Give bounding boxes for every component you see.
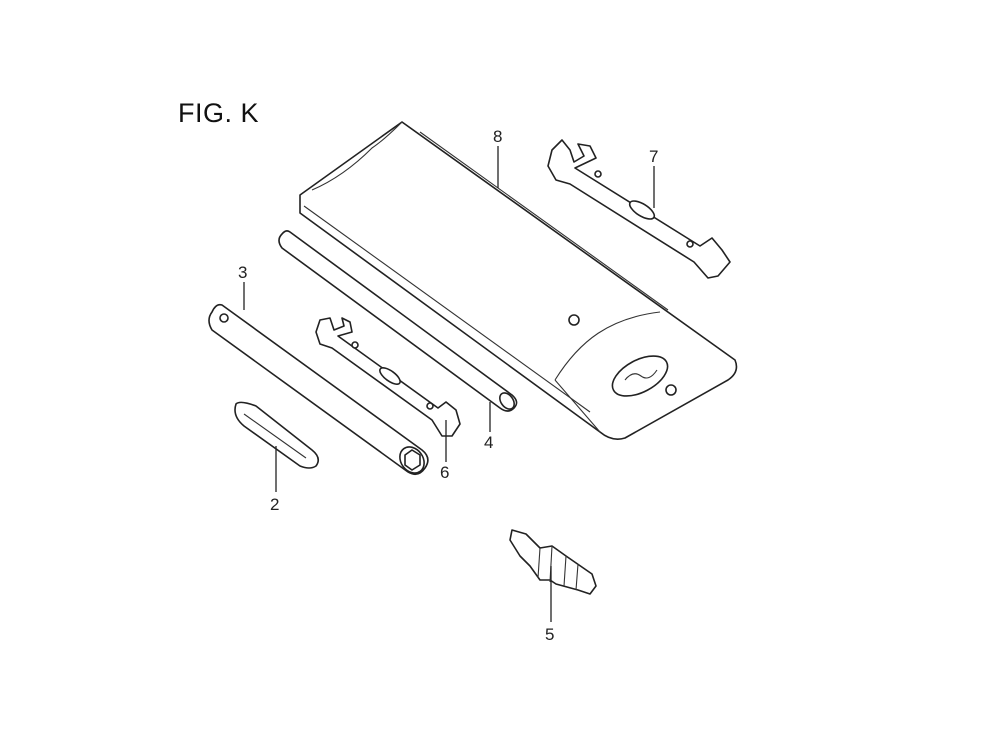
box-spanner bbox=[208, 303, 429, 476]
figure-title: FIG. K bbox=[178, 98, 260, 128]
tool-bag bbox=[299, 121, 738, 440]
callout-7: 7 bbox=[649, 147, 658, 166]
callout-5: 5 bbox=[545, 625, 554, 644]
callout-8: 8 bbox=[493, 127, 502, 146]
handle-bar bbox=[278, 230, 518, 412]
callout-6: 6 bbox=[440, 463, 449, 482]
wrench-small bbox=[315, 317, 461, 437]
callout-3: 3 bbox=[238, 263, 247, 282]
spark-plug bbox=[509, 529, 597, 595]
wrench-large bbox=[547, 139, 731, 279]
screwdriver-bit bbox=[234, 401, 320, 469]
callout-4: 4 bbox=[484, 433, 493, 452]
callout-2: 2 bbox=[270, 495, 279, 514]
leader-lines bbox=[243, 146, 655, 622]
